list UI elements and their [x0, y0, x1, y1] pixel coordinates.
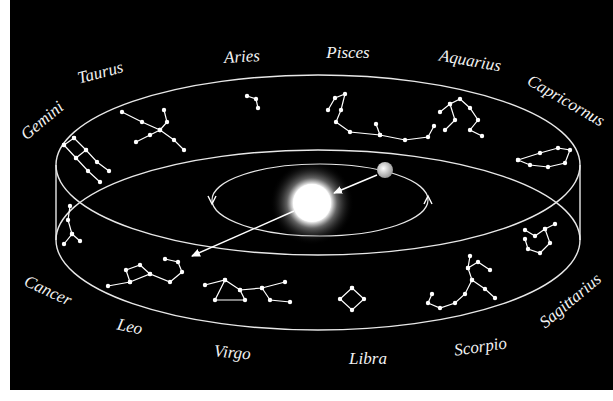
constellation-name: Pisces	[326, 44, 369, 61]
zodiac-band-top	[56, 75, 580, 255]
scorpio-figure	[428, 256, 472, 308]
virgo-figure	[262, 288, 290, 302]
orbit-arrow	[208, 196, 216, 204]
cancer-figure	[72, 234, 80, 241]
scorpio-figure	[468, 262, 490, 270]
leo-figure	[126, 265, 150, 282]
constellation-name: Virgo	[213, 342, 251, 362]
aquarius-figure	[440, 99, 482, 136]
constellation-name: Aries	[224, 47, 261, 66]
virgo-figure	[215, 280, 245, 300]
zodiac-band-bottom	[56, 150, 580, 330]
gemini-figure	[64, 145, 100, 182]
zodiac-band-side	[55, 165, 56, 240]
sun-disc	[293, 184, 331, 222]
sagittarius-figure	[525, 229, 550, 253]
taurus-figure	[160, 110, 167, 130]
sagittarius-figure	[545, 224, 555, 229]
pisces-figure	[328, 94, 434, 140]
pisces-figure	[376, 124, 380, 135]
sight-line-arrow	[334, 175, 377, 193]
gemini-figure	[74, 138, 109, 171]
gemini-figure	[64, 138, 74, 145]
virgo-figure	[205, 280, 285, 290]
leo-figure	[108, 259, 182, 286]
cancer-figure	[64, 206, 72, 244]
taurus-figure	[136, 130, 160, 142]
orbit-arrow	[424, 196, 432, 204]
earth	[377, 162, 393, 178]
aquarius-figure	[445, 104, 455, 130]
zodiac-band-side	[579, 165, 580, 240]
gemini-figure	[76, 150, 86, 158]
constellation-name: Libra	[349, 350, 387, 367]
capricornus-figure	[518, 148, 570, 167]
libra-figure	[340, 288, 364, 310]
sun	[270, 161, 354, 245]
constellation-name: Leo	[116, 315, 144, 337]
scorpio-figure	[472, 280, 495, 298]
taurus-figure	[122, 112, 184, 150]
night-ground	[10, 0, 613, 390]
sight-line-arrow	[192, 211, 294, 256]
aries-figure	[247, 96, 258, 108]
